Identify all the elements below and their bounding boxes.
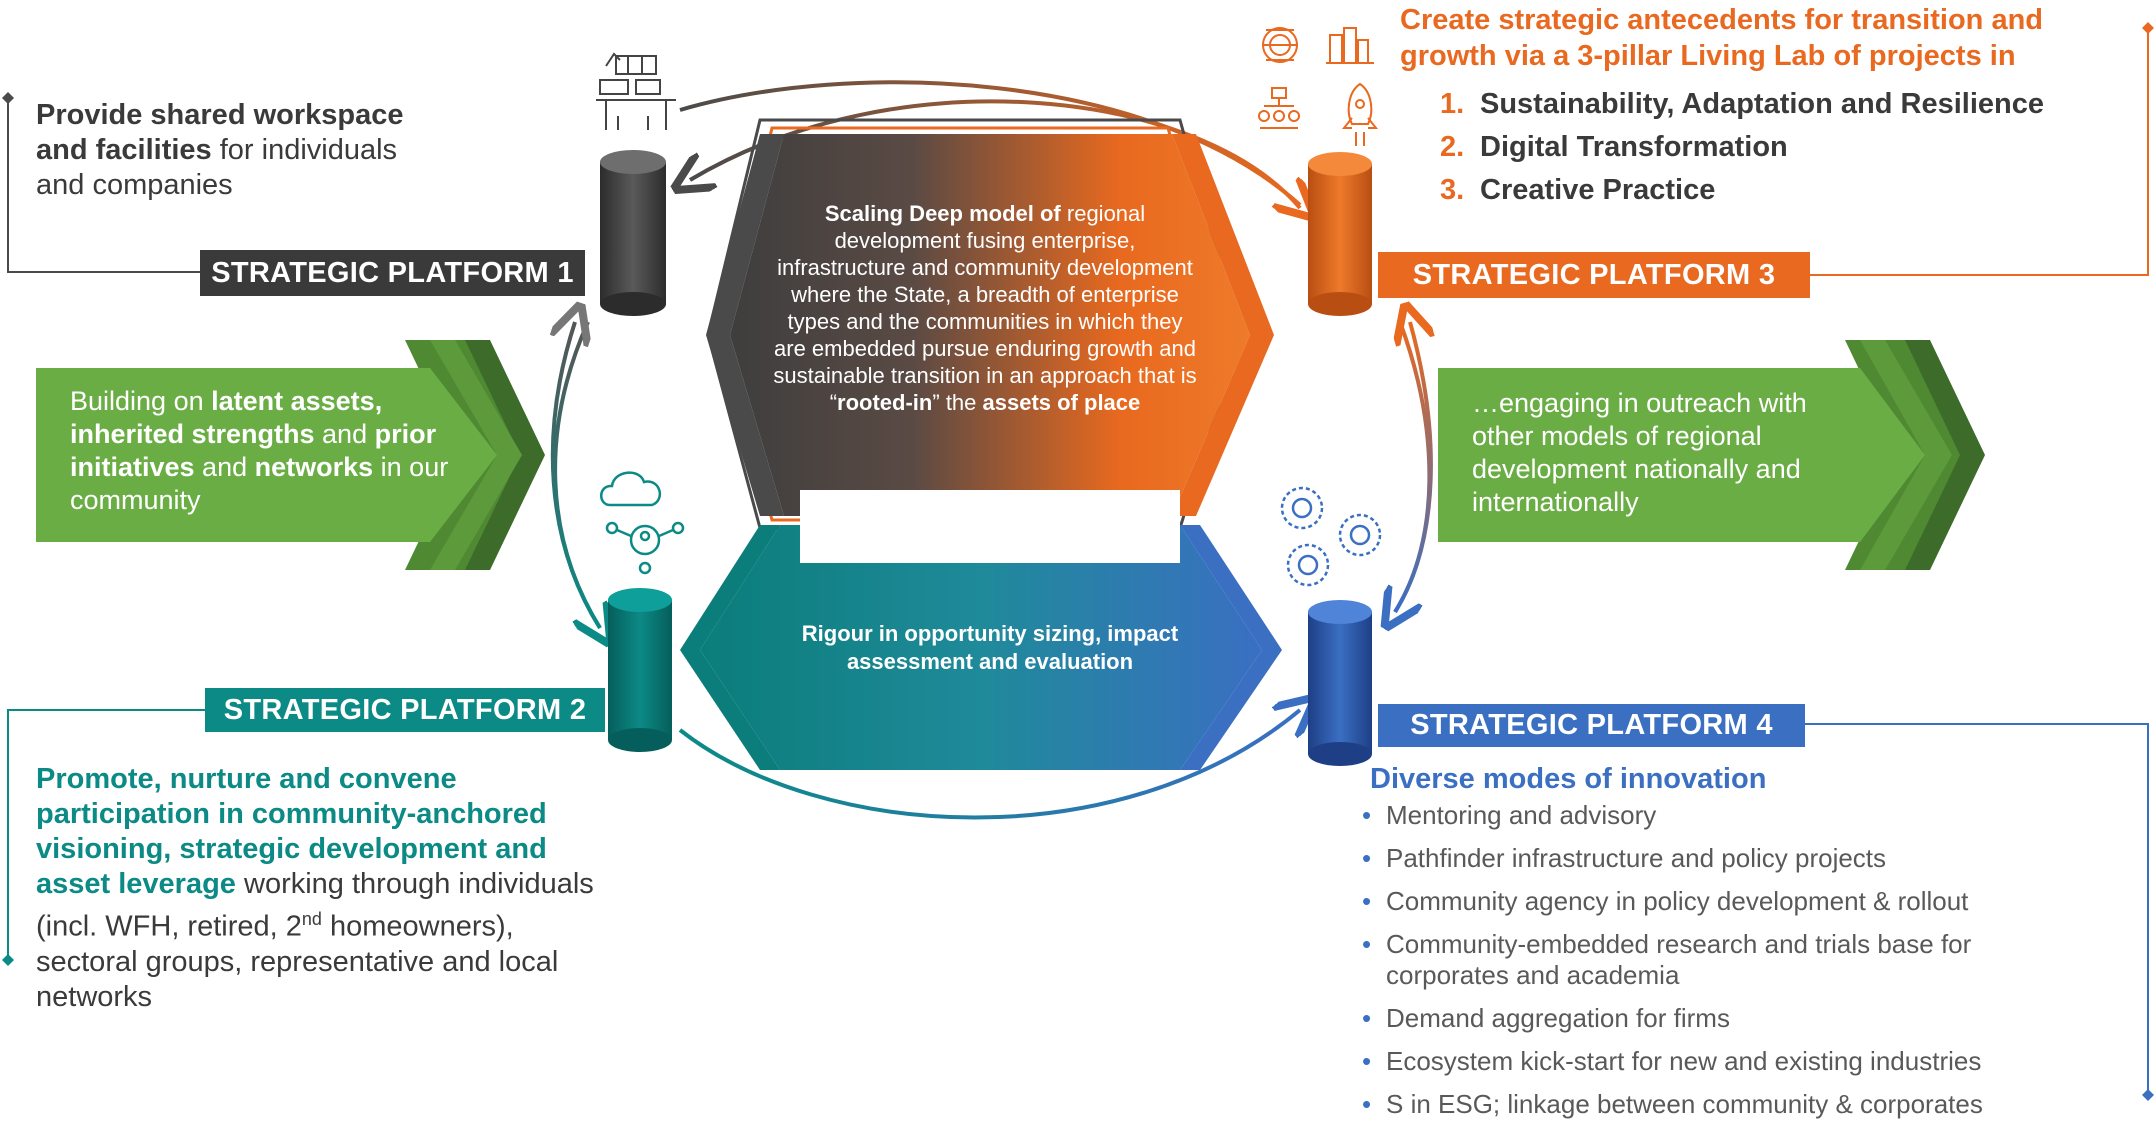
list-item: Ecosystem kick-start for new and existin… (1360, 1046, 2080, 1077)
p3-heading: Create strategic antecedents for transit… (1400, 4, 2043, 72)
p1-description: Provide shared workspace and facilities … (36, 98, 446, 203)
p1-label: STRATEGIC PLATFORM 1 (211, 256, 574, 289)
pillar-item: 2.Digital Transformation (1440, 131, 1788, 163)
list-item: Demand aggregation for firms (1360, 1003, 2080, 1034)
arc-right (1395, 321, 1432, 612)
p2-cylinder (608, 588, 672, 752)
list-item: Community agency in policy development &… (1360, 886, 2080, 917)
p3-cylinder (1308, 152, 1372, 316)
p1-connector (7, 98, 200, 273)
pillar-item: 1.Sustainability, Adaptation and Resilie… (1440, 88, 2044, 120)
p1-cylinder (600, 150, 666, 316)
p4-heading: Diverse modes of innovation (1370, 763, 1767, 795)
p3-label: STRATEGIC PLATFORM 3 (1412, 258, 1776, 291)
list-item: Mentoring and advisory (1360, 800, 2080, 831)
p4-modes-list: Mentoring and advisory Pathfinder infras… (1360, 800, 2080, 1132)
p3-connector (1810, 28, 2149, 276)
p1-desc-rest: for individuals and companies (36, 134, 398, 201)
p3-connector-diamond (2142, 22, 2154, 34)
p4-connector-diamond (2142, 1089, 2154, 1101)
p4-cylinder (1308, 600, 1372, 766)
arc-top-2 (679, 80, 1300, 205)
p4-connector (1805, 723, 2149, 1095)
innovation-gears-icon (1280, 486, 1382, 587)
p2-desc-rest: working through individuals (incl. WFH, … (36, 868, 594, 943)
sustainability-icon (1262, 27, 1298, 63)
creative-org-icon (1258, 87, 1300, 129)
p2-desc-part1: Promote (36, 763, 154, 795)
left-green-arrow (36, 340, 545, 570)
p1-desc-bold: Provide shared workspace and facilities (36, 99, 404, 166)
list-item: Community-embedded research and trials b… (1360, 929, 2080, 991)
list-item: Pathfinder infrastructure and policy pro… (1360, 843, 2080, 874)
community-network-icon (600, 471, 685, 575)
right-arrow-text: …engaging in outreach with other models … (1472, 388, 1807, 517)
p2-label-bg (205, 688, 605, 732)
p2-label: STRATEGIC PLATFORM 2 (223, 693, 587, 726)
p3-pillars: 1.Sustainability, Adaptation and Resilie… (1440, 83, 2044, 212)
arc-right-2 (1395, 322, 1431, 614)
p2-desc-sup: nd (301, 909, 322, 929)
rocket-icon (1341, 82, 1379, 146)
p2-connector-diamond (2, 954, 14, 966)
right-green-arrow (1438, 340, 1985, 570)
arc-left-2 (553, 322, 602, 630)
p1-label-bg (200, 250, 585, 296)
center-bottom-text: Rigour in opportunity sizing, impact ass… (801, 621, 1179, 674)
p2-connector (7, 709, 205, 960)
center-top-text: Scaling Deep model of regional developme… (773, 201, 1197, 415)
p2-desc-rest2: homeowners), sectoral groups, representa… (36, 910, 559, 1013)
left-arrow-text: Building on latent assets, inherited str… (70, 386, 449, 515)
list-item: S in ESG; linkage between community & co… (1360, 1089, 2080, 1120)
workspace-icon (596, 52, 676, 130)
pillar-item: 3.Creative Practice (1440, 174, 1716, 206)
p4-label: STRATEGIC PLATFORM 4 (1410, 709, 1773, 741)
p2-description: Promote, nurture and convene participati… (36, 762, 596, 1015)
p3-label-bg (1378, 252, 1810, 298)
center-bottom-arrow (680, 525, 1282, 770)
p1-connector-diamond (2, 92, 14, 104)
arc-bottom (678, 710, 1300, 820)
p2-desc-part2: , nurture and convene participation in c… (36, 763, 547, 900)
digital-city-icon (1326, 27, 1374, 64)
p4-label-bg (1378, 704, 1805, 747)
